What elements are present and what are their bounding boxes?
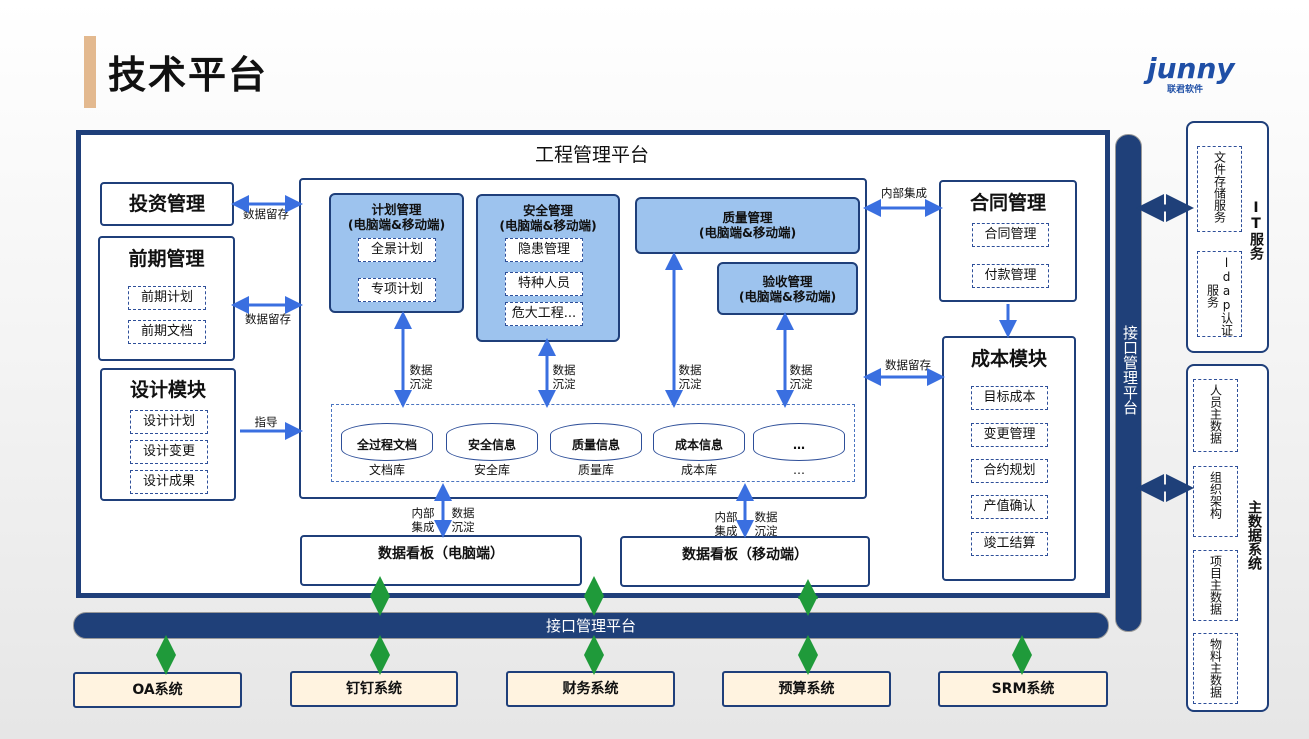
page-title: 技术平台 [108, 53, 269, 97]
db-document: 全过程文档 [341, 423, 433, 461]
safety-item-dangerous: 危大工程... [505, 302, 583, 326]
cost-item-change: 变更管理 [971, 423, 1048, 447]
quality-module: 质量管理 (电脑端&移动端) [635, 197, 860, 254]
dash-internal-label-mobile: 内部集成 [714, 510, 738, 538]
logo-subtitle: 联君软件 [1167, 85, 1204, 95]
db-cost-label: 成本库 [680, 463, 717, 477]
db-more: … [753, 423, 845, 461]
guide-label: 指导 [254, 415, 278, 429]
design-result: 设计成果 [130, 470, 208, 494]
title-accent-bar [84, 36, 96, 108]
contract-title: 合同管理 [969, 192, 1046, 214]
design-title: 设计模块 [129, 379, 206, 401]
db-more-label: … [793, 463, 805, 477]
file-storage-service: 文件存储服务 [1197, 146, 1242, 232]
interface-pipe-horizontal: 接口管理平台 [73, 612, 1109, 639]
safety-sub: (电脑端&移动端) [499, 218, 597, 233]
quality-title: 质量管理 [722, 210, 773, 225]
safety-item-personnel: 特种人员 [505, 272, 583, 296]
invest-box: 投资管理 [100, 182, 234, 226]
sink-label-plan: 数据沉淀 [409, 363, 433, 391]
dash-sink-label-pc: 数据沉淀 [451, 506, 475, 534]
logo-wordmark: junny [1147, 52, 1235, 85]
master-item-project-label: 项目主数据 [1208, 555, 1223, 615]
master-item-material-label: 物料主数据 [1208, 638, 1223, 698]
master-item-project: 项目主数据 [1193, 550, 1238, 621]
internal-label-right: 内部集成 [881, 186, 927, 200]
design-plan: 设计计划 [130, 410, 208, 434]
file-storage-label: 文件存储服务 [1212, 151, 1227, 223]
cost-item-settlement: 竣工结算 [971, 532, 1048, 556]
junny-logo: junny 联君软件 [1145, 52, 1245, 96]
design-change: 设计变更 [130, 440, 208, 464]
master-item-personnel-label: 人员主数据 [1208, 384, 1223, 444]
ldap-service: ldap认证服务 [1197, 251, 1242, 337]
platform-title: 工程管理平台 [534, 144, 649, 166]
acceptance-module: 验收管理 (电脑端&移动端) [717, 262, 858, 315]
db-quality-label: 质量库 [577, 463, 614, 477]
cost-item-planning: 合约规划 [971, 459, 1048, 483]
plan-title: 计划管理 [371, 202, 422, 217]
preliminary-docs: 前期文档 [128, 320, 206, 344]
dashboard-mobile: 数据看板（移动端） [620, 536, 870, 587]
system-srm: SRM系统 [938, 671, 1108, 707]
ldap-label: ldap认证服务 [1205, 256, 1234, 336]
cost-item-output: 产值确认 [971, 495, 1048, 519]
master-item-personnel: 人员主数据 [1193, 379, 1238, 452]
db-document-label: 文档库 [368, 463, 405, 477]
acceptance-title: 验收管理 [762, 274, 813, 289]
cost-item-target: 目标成本 [971, 386, 1048, 410]
plan-item-special: 专项计划 [358, 278, 436, 302]
sink-label-acceptance: 数据沉淀 [789, 363, 813, 391]
dash-internal-label-pc: 内部集成 [411, 506, 435, 534]
db-safety: 安全信息 [446, 423, 538, 461]
quality-sub: (电脑端&移动端) [698, 225, 797, 240]
safety-item-hazard: 隐患管理 [505, 238, 583, 262]
store-label-2: 数据留存 [245, 312, 291, 326]
preliminary-title: 前期管理 [128, 248, 205, 270]
safety-title: 安全管理 [522, 203, 573, 218]
preliminary-plan: 前期计划 [128, 286, 206, 310]
contract-item-payment: 付款管理 [972, 264, 1049, 288]
it-services-title: IT服务 [1248, 200, 1264, 260]
db-cost: 成本信息 [653, 423, 745, 461]
database-area [331, 404, 855, 482]
interface-vertical-label: 接口管理平台 [1121, 325, 1139, 415]
system-dingtalk: 钉钉系统 [290, 671, 458, 707]
plan-item-panorama: 全景计划 [358, 238, 436, 262]
system-finance: 财务系统 [506, 671, 675, 707]
master-item-org-label: 组织架构 [1208, 471, 1223, 519]
contract-item-contract: 合同管理 [972, 223, 1049, 247]
acceptance-sub: (电脑端&移动端) [738, 289, 837, 304]
master-data-title: 主数据系统 [1246, 500, 1262, 570]
master-item-org: 组织架构 [1193, 466, 1238, 537]
sink-label-quality: 数据沉淀 [678, 363, 702, 391]
master-item-material: 物料主数据 [1193, 633, 1238, 704]
plan-sub: (电脑端&移动端) [347, 217, 446, 232]
cost-title: 成本模块 [970, 348, 1047, 370]
db-quality: 质量信息 [550, 423, 642, 461]
dash-sink-label-mobile: 数据沉淀 [754, 510, 778, 538]
db-safety-label: 安全库 [473, 463, 510, 477]
sink-label-safety: 数据沉淀 [552, 363, 576, 391]
